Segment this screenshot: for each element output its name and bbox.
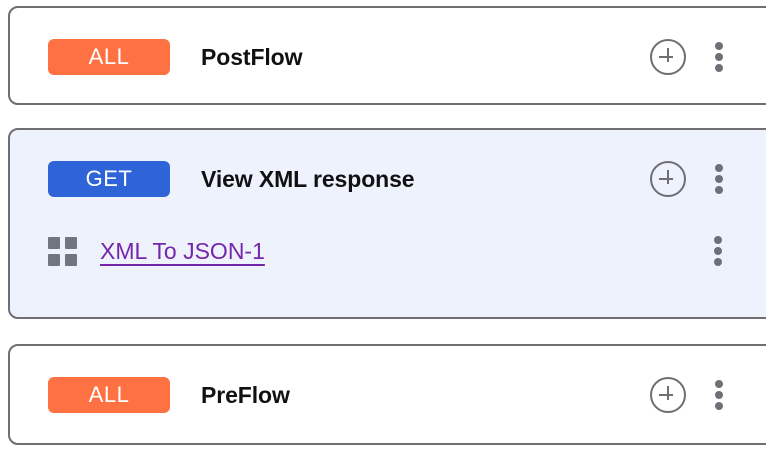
- kebab-dot: [714, 236, 722, 244]
- flow-row-view-xml-response[interactable]: GET View XML response: [10, 149, 766, 209]
- kebab-dot: [715, 164, 723, 172]
- flow-panel-preflow[interactable]: ALL PreFlow: [8, 344, 766, 445]
- flow-row-preflow[interactable]: ALL PreFlow: [10, 365, 766, 425]
- row-actions-postflow: [650, 27, 730, 87]
- grid-square: [48, 253, 60, 266]
- method-badge-all: ALL: [48, 377, 170, 413]
- kebab-dot: [715, 391, 723, 399]
- kebab-dot: [715, 64, 723, 72]
- kebab-dot: [715, 380, 723, 388]
- kebab-dot: [715, 175, 723, 183]
- grid-square: [65, 253, 77, 266]
- flow-panel-postflow[interactable]: ALL PostFlow: [8, 6, 766, 105]
- grid-square: [48, 236, 60, 249]
- plus-circle-icon[interactable]: [650, 161, 686, 197]
- kebab-menu-icon[interactable]: [708, 162, 730, 196]
- policy-link-xml-to-json[interactable]: XML To JSON-1: [100, 237, 265, 264]
- kebab-dot: [715, 186, 723, 194]
- method-badge-get: GET: [48, 161, 170, 197]
- plus-circle-icon[interactable]: [650, 39, 686, 75]
- kebab-dot: [714, 258, 722, 266]
- kebab-dot: [714, 247, 722, 255]
- flow-title-preflow: PreFlow: [201, 381, 290, 408]
- row-actions-view-xml-response: [650, 149, 730, 209]
- row-actions-preflow: [650, 365, 730, 425]
- kebab-menu-icon[interactable]: [708, 40, 730, 74]
- method-badge-all: ALL: [48, 39, 170, 75]
- flow-row-policy-xml-to-json[interactable]: XML To JSON-1: [10, 221, 766, 281]
- plus-circle-icon[interactable]: [650, 377, 686, 413]
- kebab-dot: [715, 42, 723, 50]
- grid-square: [65, 236, 77, 249]
- kebab-menu-icon[interactable]: [707, 234, 729, 268]
- policy-grid-icon: [48, 236, 78, 266]
- kebab-menu-icon[interactable]: [708, 378, 730, 412]
- kebab-dot: [715, 53, 723, 61]
- flow-panel-view-xml-response[interactable]: GET View XML response XML To JSON-1: [8, 128, 766, 319]
- flow-row-postflow[interactable]: ALL PostFlow: [10, 27, 766, 87]
- flow-title-view-xml-response: View XML response: [201, 165, 415, 192]
- flow-title-postflow: PostFlow: [201, 43, 303, 70]
- row-actions-policy-xml-to-json: [707, 221, 729, 281]
- kebab-dot: [715, 402, 723, 410]
